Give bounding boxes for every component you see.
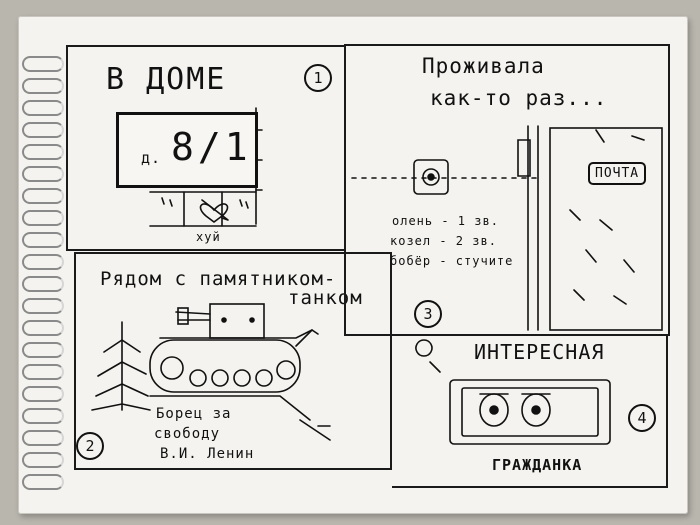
panel-1-title: В ДОМЕ bbox=[106, 62, 227, 97]
spiral-ring bbox=[22, 408, 64, 424]
spiral-ring bbox=[22, 56, 64, 72]
house-number-plate: д. 8/1 bbox=[116, 112, 258, 188]
mailbox-label: почта bbox=[588, 162, 647, 185]
spiral-ring bbox=[22, 298, 64, 314]
monument-sign-line3: В.И. Ленин bbox=[160, 446, 255, 462]
spiral-ring bbox=[22, 100, 64, 116]
panel-4-caption: гражданка bbox=[492, 456, 583, 474]
magnifier-doodle bbox=[415, 339, 441, 373]
sketchbook-page bbox=[18, 16, 688, 514]
panel-3-title-line1: Проживала bbox=[422, 54, 545, 78]
monument-sign-line2: свободу bbox=[154, 426, 221, 442]
tank-monument-sketch bbox=[149, 303, 319, 393]
plate-number: 8/1 bbox=[171, 125, 252, 169]
panel-2-title-line2: танком bbox=[288, 287, 363, 309]
plate-prefix: д. bbox=[141, 149, 162, 167]
panel-3-title-line2: как-то раз... bbox=[430, 86, 608, 110]
spiral-ring bbox=[22, 364, 64, 380]
spiral-ring bbox=[22, 254, 64, 270]
panel-2-title-line1: Рядом с памятником- bbox=[100, 268, 337, 290]
spiral-ring bbox=[22, 430, 64, 446]
brick-wall-sketch bbox=[149, 107, 263, 227]
panel-2-number: 2 bbox=[76, 432, 104, 460]
doorbell-list-line2: козел - 2 зв. bbox=[390, 234, 497, 248]
doorbell-icon bbox=[413, 159, 449, 195]
spiral-ring bbox=[22, 386, 64, 402]
spiral-ring bbox=[22, 342, 64, 358]
panel-1-number: 1 bbox=[304, 64, 332, 92]
spiral-ring bbox=[22, 166, 64, 182]
heart-doodle bbox=[199, 203, 229, 223]
spiral-ring bbox=[22, 122, 64, 138]
spiral-binding bbox=[18, 56, 64, 516]
spiral-ring bbox=[22, 144, 64, 160]
mailbox-door-sketch bbox=[549, 127, 663, 331]
monument-sign-line1: Борец за bbox=[156, 406, 232, 422]
pedestal-sketch bbox=[149, 395, 331, 441]
fir-tree-sketch bbox=[91, 321, 151, 411]
door-frame-sketch bbox=[517, 125, 539, 331]
glasses-face-sketch bbox=[449, 379, 611, 445]
doorbell-list-line3: бобёр - стучите bbox=[390, 254, 514, 268]
spiral-ring bbox=[22, 188, 64, 204]
doorbell-list-line1: олень - 1 зв. bbox=[392, 214, 499, 228]
panel-4-title: интересная bbox=[474, 340, 605, 364]
spiral-ring bbox=[22, 210, 64, 226]
spiral-ring bbox=[22, 474, 64, 490]
wall-scribble: хуй bbox=[196, 230, 221, 244]
spiral-ring bbox=[22, 276, 64, 292]
panel-2 bbox=[74, 252, 392, 470]
spiral-ring bbox=[22, 452, 64, 468]
panel-4-number: 4 bbox=[628, 404, 656, 432]
spiral-ring bbox=[22, 320, 64, 336]
panel-4 bbox=[392, 334, 668, 488]
spiral-ring bbox=[22, 78, 64, 94]
panel-3 bbox=[344, 44, 670, 336]
spiral-ring bbox=[22, 232, 64, 248]
panel-3-number: 3 bbox=[414, 300, 442, 328]
